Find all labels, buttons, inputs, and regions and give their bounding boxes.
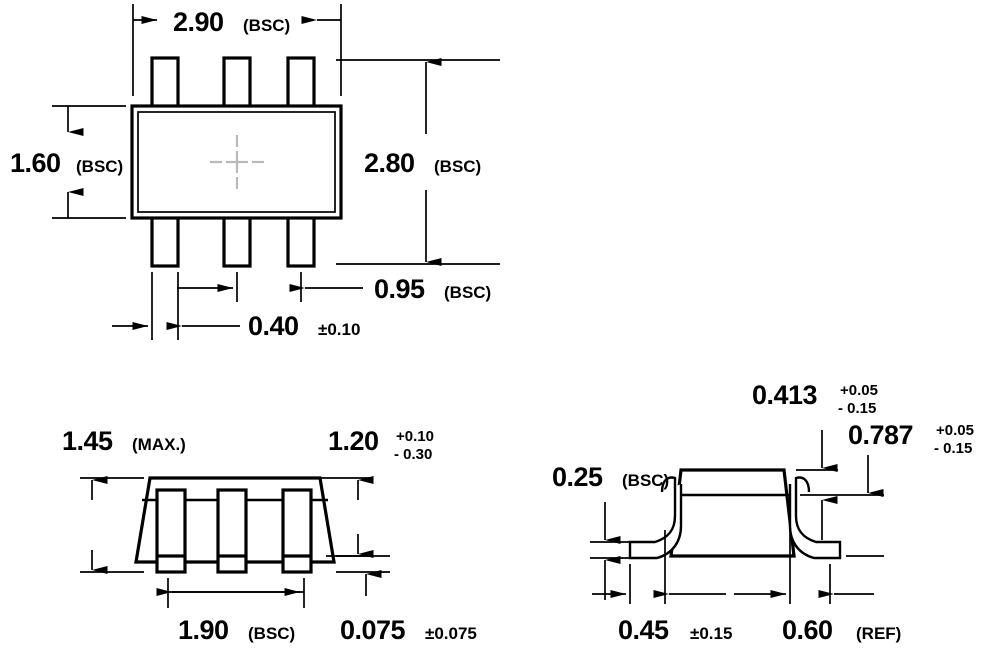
dim-0p25: 0.25 (BSC) [552, 462, 669, 600]
center-mark-dashes [222, 147, 252, 177]
pin-2 [222, 214, 252, 268]
dim-0p413-value: 0.413 [752, 380, 818, 410]
dim-0p25-value: 0.25 [552, 462, 603, 492]
dim-0p95: 0.95 (BSC) [177, 272, 491, 304]
dim-0p787-tol-plus: +0.05 [936, 422, 974, 439]
dim-0p60-suffix: (REF) [856, 624, 901, 643]
dim-0p95-suffix: (BSC) [444, 283, 491, 302]
dim-0p45-value: 0.45 [618, 615, 669, 645]
dim-2p90-value: 2.90 [173, 7, 224, 37]
dim-1p45-value: 1.45 [62, 426, 113, 456]
dim-2p80-value: 2.80 [364, 148, 415, 178]
pin-3 [150, 214, 180, 268]
dim-0p787-tol-minus: - 0.15 [934, 440, 972, 457]
side-view: 0.413 +0.05 - 0.15 0.787 +0.05 - 0.15 0.… [552, 380, 974, 645]
lead-right-gullwing [788, 476, 842, 560]
dim-1p20-value: 1.20 [328, 426, 379, 456]
front-view: 1.45 (MAX.) 1.20 +0.10 - 0.30 1.90 (BSC) [62, 426, 477, 645]
dim-0p075-tolerance: ±0.075 [425, 624, 477, 643]
dim-0p45: 0.45 ±0.15 [592, 530, 732, 645]
dim-1p60-value: 1.60 [10, 148, 61, 178]
dim-1p20-tol-plus: +0.10 [396, 428, 434, 445]
dim-0p075: 0.075 ±0.075 [336, 555, 477, 645]
center-mark-icon [210, 135, 264, 189]
dim-1p60: 1.60 (BSC) [10, 105, 126, 219]
dim-2p80-suffix: (BSC) [434, 157, 481, 176]
top-view-lower-pins [150, 214, 316, 268]
dim-0p413-tol-minus: - 0.15 [838, 400, 876, 417]
dim-1p90-suffix: (BSC) [248, 624, 295, 643]
dim-0p075-value: 0.075 [340, 615, 406, 645]
top-view-upper-pins [150, 56, 316, 110]
dim-0p95-value: 0.95 [374, 274, 425, 304]
dim-0p40-value: 0.40 [248, 311, 299, 341]
dim-2p90: 2.90 (BSC) [132, 4, 342, 96]
dim-1p45-suffix: (MAX.) [132, 435, 186, 454]
dim-0p60: 0.60 (REF) [734, 512, 901, 645]
pin-6 [286, 56, 316, 110]
dim-0p45-tolerance: ±0.15 [690, 624, 732, 643]
dim-0p413-tol-plus: +0.05 [840, 382, 878, 399]
lead-2 [216, 488, 248, 574]
dim-0p413: 0.413 +0.05 - 0.15 [752, 380, 878, 472]
dim-1p45: 1.45 (MAX.) [62, 426, 186, 574]
dim-1p20-tol-minus: - 0.30 [394, 446, 432, 463]
dim-1p90: 1.90 (BSC) [156, 578, 305, 645]
dim-0p787: 0.787 +0.05 - 0.15 [800, 420, 974, 557]
dim-1p90-value: 1.90 [178, 615, 229, 645]
dim-0p40: 0.40 ±0.10 [112, 272, 360, 341]
dim-2p90-suffix: (BSC) [243, 16, 290, 35]
dim-0p60-value: 0.60 [782, 615, 833, 645]
dim-1p60-suffix: (BSC) [76, 157, 123, 176]
pin-1 [286, 214, 316, 268]
lead-3 [281, 488, 313, 574]
dim-1p20: 1.20 +0.10 - 0.30 [312, 426, 434, 558]
dim-0p787-value: 0.787 [848, 420, 913, 450]
side-body-outline [669, 468, 796, 558]
lead-1 [155, 488, 187, 574]
front-view-leads [155, 488, 313, 574]
dim-0p25-suffix: (BSC) [622, 471, 669, 490]
top-view: 2.90 (BSC) 1.60 (BSC) 2.80 (BSC) [10, 4, 500, 341]
pin-5 [222, 56, 252, 110]
pin-4 [150, 56, 180, 110]
dim-0p40-tolerance: ±0.10 [318, 320, 360, 339]
dim-2p80: 2.80 (BSC) [336, 58, 500, 266]
